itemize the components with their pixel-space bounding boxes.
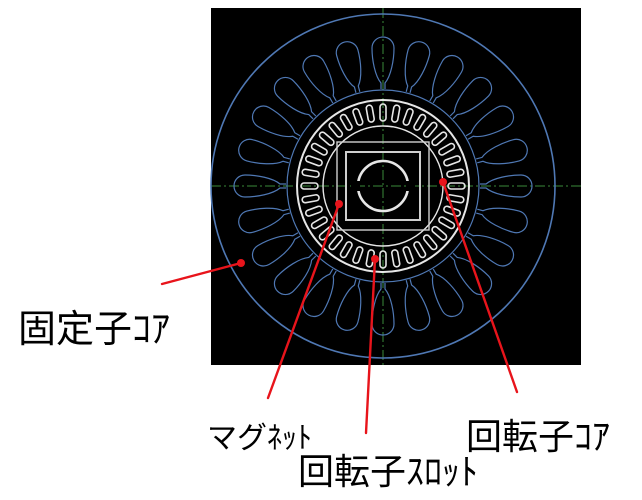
rotor-slot xyxy=(304,155,323,167)
stator-slot xyxy=(273,252,317,296)
rotor-slot xyxy=(379,250,387,269)
stator-slot xyxy=(429,54,464,104)
stator-slot xyxy=(404,41,431,93)
rotor-slot xyxy=(431,225,448,241)
stator-slot xyxy=(371,36,395,89)
rotor-slot xyxy=(328,234,344,251)
rotor-slot xyxy=(352,246,364,265)
rotor-slot xyxy=(422,234,438,251)
rotor-core-marker xyxy=(439,178,447,186)
stator-slot xyxy=(480,174,533,198)
stator-slot xyxy=(238,207,290,234)
rotor-slot xyxy=(300,182,319,190)
rotor-slot xyxy=(391,249,401,268)
rotor-slot xyxy=(365,104,375,123)
stator-bore xyxy=(286,89,480,283)
rotor-slot xyxy=(431,131,448,147)
stator-slot xyxy=(404,279,431,331)
rotor-slot xyxy=(310,142,328,156)
rotor-slot-label: 回転子ｽﾛｯﾄ xyxy=(298,452,479,493)
magnet-frame xyxy=(336,141,430,231)
stator-slot xyxy=(429,268,464,318)
rotor-slots xyxy=(300,103,466,269)
rotor-slot xyxy=(438,216,456,230)
rotor-slot-leader-line xyxy=(364,257,377,435)
rotor-slot xyxy=(443,155,462,167)
stator-slot xyxy=(335,41,362,93)
rotor-core-label: 回転子ｺｱ xyxy=(466,417,611,458)
rotor-slot xyxy=(402,107,414,126)
rotor-slot-marker xyxy=(371,255,379,263)
stator-slot xyxy=(371,283,395,336)
rotor-slot xyxy=(352,107,364,126)
rotor-slot xyxy=(413,241,427,259)
stator-core-marker xyxy=(237,259,245,267)
magnet xyxy=(345,151,421,221)
rotor-slot xyxy=(301,168,320,178)
magnet-leader-line xyxy=(266,202,341,400)
rotor-slot xyxy=(310,216,328,230)
magnet-label: マグﾈｯﾄ xyxy=(207,421,312,456)
stator-slot xyxy=(449,252,493,296)
shaft-keyway-left xyxy=(351,181,360,191)
rotor-slot xyxy=(446,168,465,178)
rotor-slot xyxy=(422,121,438,138)
magnet-marker xyxy=(335,200,343,208)
stator-slot xyxy=(251,105,301,140)
stator-slot xyxy=(273,76,317,120)
rotor-slot xyxy=(304,205,323,217)
stator-slot xyxy=(335,279,362,331)
stator-core-leader-line xyxy=(160,261,243,286)
rotor-slot xyxy=(391,104,401,123)
rotor-slot xyxy=(328,121,344,138)
rotor-slot xyxy=(402,246,414,265)
stator-slot xyxy=(302,268,337,318)
rotor-slot xyxy=(379,103,387,122)
stator-slot xyxy=(233,174,286,198)
rotor-slot xyxy=(446,194,465,204)
rotor-slot xyxy=(339,113,353,131)
stator-slots xyxy=(233,36,533,336)
stator-slot xyxy=(476,138,528,165)
rotor-slot xyxy=(339,241,353,259)
rotor-slot xyxy=(301,194,320,204)
rotor-slot xyxy=(413,113,427,131)
rotor-core-leader-line xyxy=(441,180,519,394)
stator-slot xyxy=(476,207,528,234)
rotor-slot xyxy=(318,131,335,147)
stator-outer-edge xyxy=(210,13,556,359)
stator-slot xyxy=(251,232,301,267)
rotor-slot xyxy=(447,182,466,190)
stator-slot xyxy=(465,105,515,140)
shaft-keyway-right xyxy=(406,181,415,191)
stator-slot xyxy=(302,54,337,104)
rotor-slot xyxy=(438,142,456,156)
rotor-outer-edge xyxy=(296,99,470,273)
stator-core-label: 固定子ｺｱ xyxy=(18,307,171,351)
stator-slot xyxy=(449,76,493,120)
stator-slot xyxy=(465,232,515,267)
stator-slot xyxy=(238,138,290,165)
